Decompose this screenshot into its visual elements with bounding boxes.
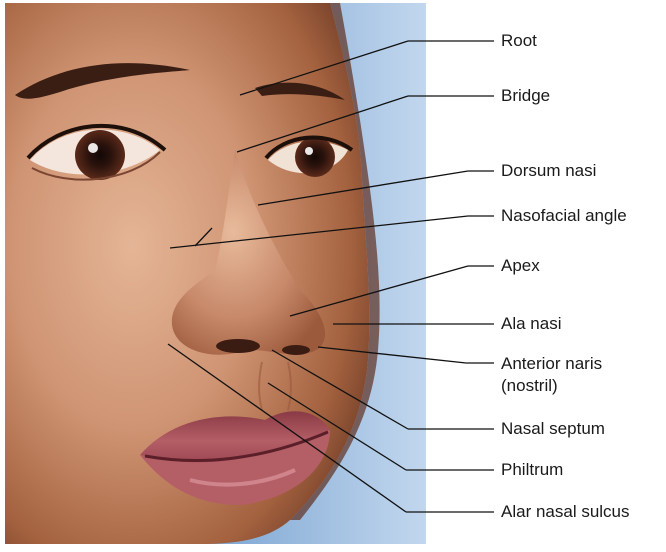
label-anterior-naris-note: (nostril) — [501, 375, 558, 396]
label-alar-nasal-sulcus: Alar nasal sulcus — [501, 502, 630, 522]
label-bridge: Bridge — [501, 86, 550, 106]
label-anterior-naris: Anterior naris — [501, 353, 602, 374]
label-nasal-septum: Nasal septum — [501, 419, 605, 439]
label-root: Root — [501, 31, 537, 51]
label-nasofacial-angle: Nasofacial angle — [501, 206, 627, 226]
label-dorsum-nasi: Dorsum nasi — [501, 161, 596, 181]
label-philtrum: Philtrum — [501, 460, 563, 480]
label-ala-nasi: Ala nasi — [501, 314, 561, 334]
label-apex: Apex — [501, 256, 540, 276]
